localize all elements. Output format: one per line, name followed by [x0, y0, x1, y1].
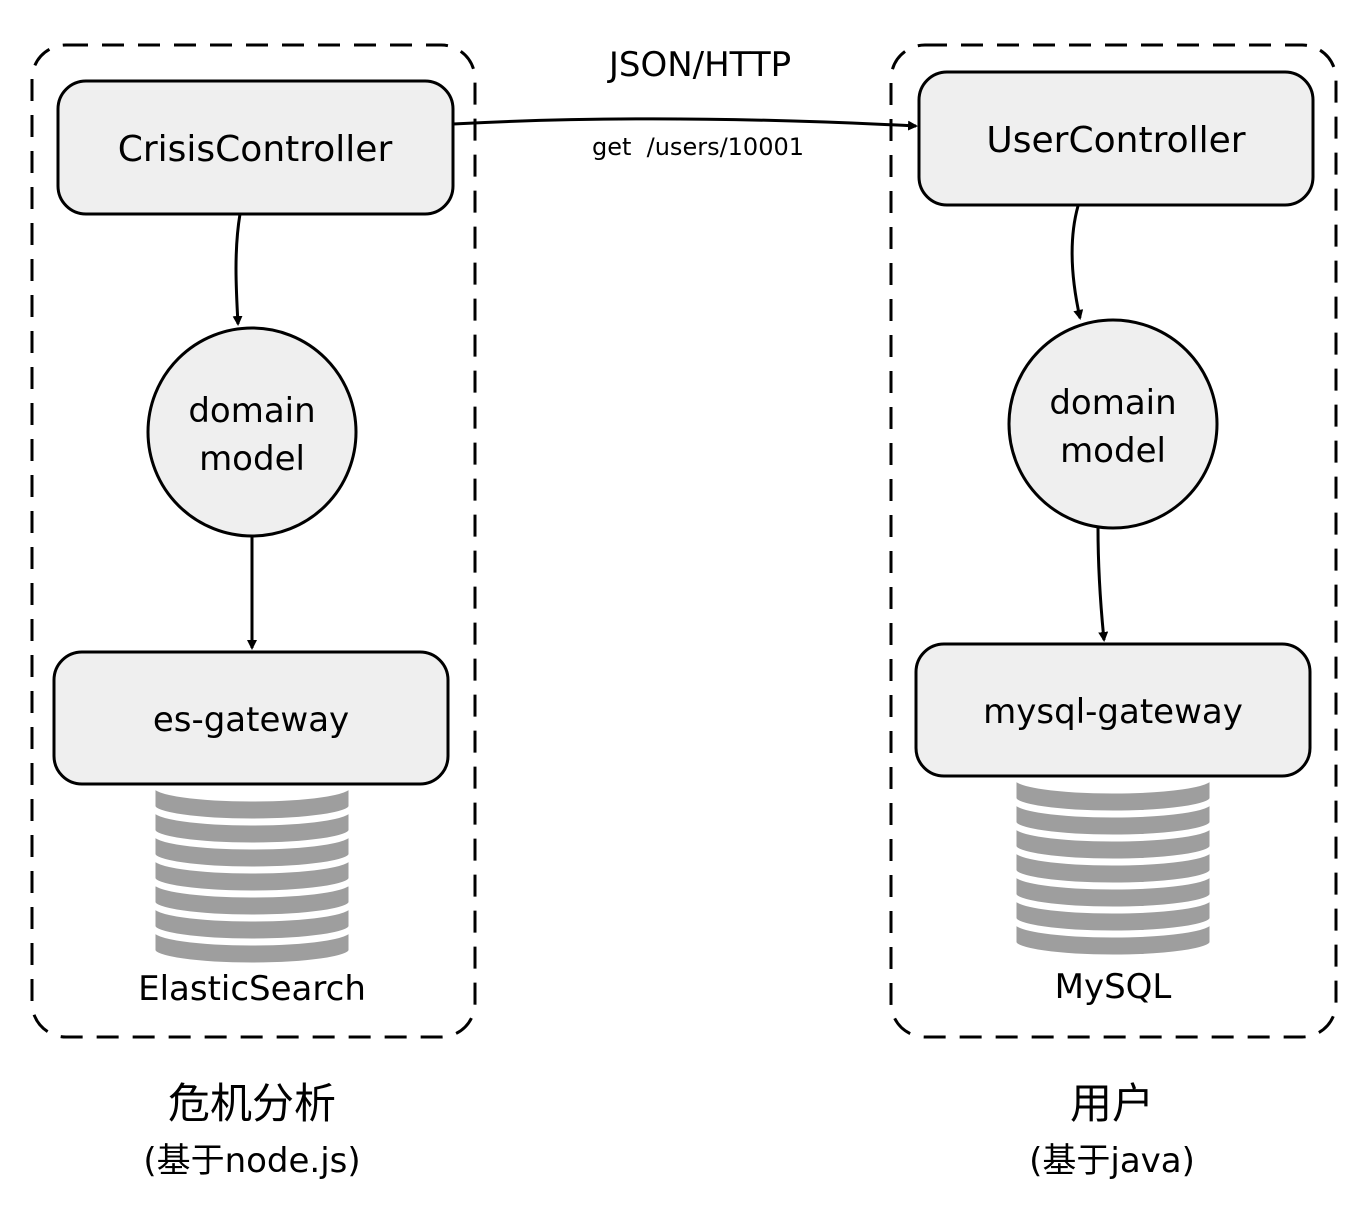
database-disk — [152, 785, 352, 822]
database-disk — [1013, 921, 1213, 958]
right-service-group: UserController domain model mysql-gatewa… — [889, 43, 1338, 1039]
left-controller-to-model-edge — [232, 213, 243, 326]
database-disk — [1013, 825, 1213, 862]
user-controller-label: UserController — [986, 120, 1245, 161]
elasticsearch-database-icon — [152, 785, 352, 966]
database-disk — [1013, 777, 1213, 814]
right-controller-to-model-edge — [1070, 205, 1084, 320]
crisis-controller-node: CrisisController — [56, 79, 455, 216]
right-service-tech: (基于java) — [1029, 1141, 1195, 1181]
mysql-label: MySQL — [1055, 967, 1172, 1007]
left-service-boundary — [30, 43, 477, 1039]
user-controller-node: UserController — [917, 70, 1315, 207]
database-disk — [1013, 849, 1213, 886]
right-domain-model-node: domain model — [1007, 318, 1219, 530]
left-service-tech: (基于node.js) — [143, 1141, 360, 1181]
database-disk — [152, 809, 352, 846]
mysql-gateway-label: mysql-gateway — [983, 692, 1243, 732]
database-disk — [1013, 873, 1213, 910]
es-gateway-label: es-gateway — [153, 700, 349, 740]
database-disk — [152, 881, 352, 918]
left-service-name: 危机分析 — [168, 1079, 336, 1128]
left-service-group: CrisisController domain model es-gateway… — [30, 43, 477, 1039]
es-gateway-node: es-gateway — [52, 650, 450, 786]
left-domain-model-line2: model — [199, 439, 305, 479]
database-disk — [1013, 897, 1213, 934]
http-request-label: get /users/10001 — [592, 133, 804, 161]
left-domain-model-line1: domain — [188, 391, 315, 431]
database-disk — [152, 857, 352, 894]
crisis-controller-label: CrisisController — [118, 129, 393, 170]
http-connection: JSON/HTTP get /users/10001 — [452, 45, 918, 161]
right-service-boundary — [889, 43, 1338, 1039]
database-disk — [152, 905, 352, 942]
mysql-gateway-node: mysql-gateway — [914, 642, 1312, 778]
database-disk — [152, 929, 352, 966]
right-domain-model-line2: model — [1060, 431, 1166, 471]
mysql-database-icon — [1013, 777, 1213, 958]
elasticsearch-label: ElasticSearch — [138, 969, 366, 1009]
database-disk — [152, 833, 352, 870]
database-disk — [1013, 801, 1213, 838]
http-request-edge — [452, 117, 918, 131]
left-domain-model-node: domain model — [146, 326, 358, 538]
right-model-to-gateway-edge — [1096, 527, 1109, 642]
right-service-name: 用户 — [1070, 1079, 1154, 1128]
right-domain-model-line1: domain — [1049, 383, 1176, 423]
http-protocol-label: JSON/HTTP — [607, 45, 791, 85]
